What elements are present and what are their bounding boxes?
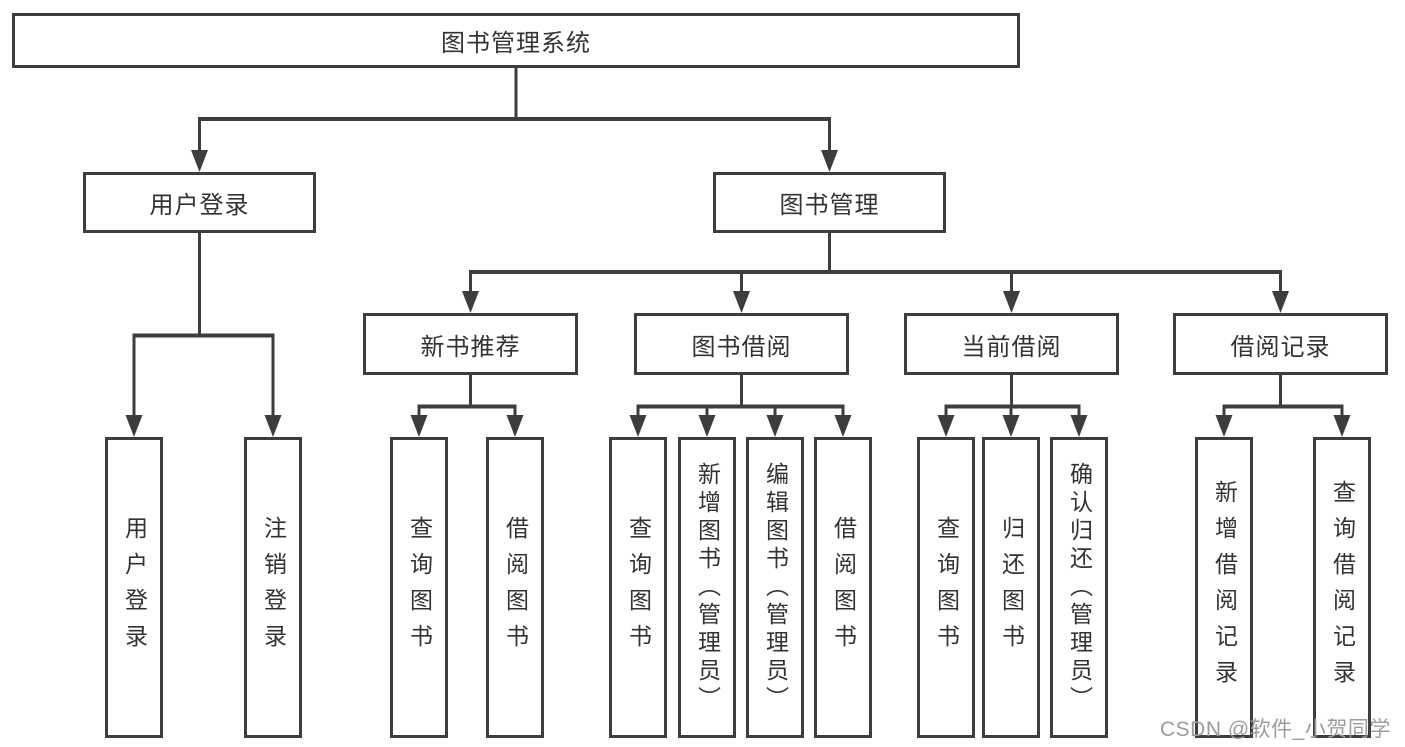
node-label: 用户登录 bbox=[121, 515, 148, 660]
node-label: 图书管理 bbox=[779, 192, 880, 219]
node-book-management: 图书管理 bbox=[713, 172, 946, 233]
node-leaf-user-login: 用户登录 bbox=[105, 437, 163, 738]
node-label: 借阅图书 bbox=[830, 515, 857, 660]
arrowhead bbox=[1215, 415, 1233, 437]
arrowhead bbox=[1333, 415, 1351, 437]
arrowhead bbox=[629, 415, 647, 437]
node-current-borrowing: 当前借阅 bbox=[904, 313, 1119, 375]
node-label: 借阅记录 bbox=[1230, 333, 1331, 361]
node-leaf-logout: 注销登录 bbox=[244, 437, 302, 738]
node-leaf-nb-borrow-books: 借阅图书 bbox=[486, 437, 544, 738]
node-leaf-bb-query-books: 查询图书 bbox=[609, 437, 667, 738]
node-label: 查询图书 bbox=[933, 515, 960, 660]
node-new-book-recommendation: 新书推荐 bbox=[363, 313, 578, 375]
arrowhead bbox=[937, 415, 955, 437]
node-label: 用户登录 bbox=[149, 192, 250, 219]
watermark: CSDN @软件_小贺同学 bbox=[1160, 718, 1391, 741]
node-label: 归还图书 bbox=[998, 515, 1025, 660]
node-label: 当前借阅 bbox=[961, 333, 1062, 361]
node-label: 编辑图书（管理员） bbox=[762, 461, 789, 714]
node-label: 注销登录 bbox=[260, 515, 287, 660]
node-book-borrowing: 图书借阅 bbox=[634, 313, 849, 375]
node-borrowing-records: 借阅记录 bbox=[1173, 313, 1388, 375]
connector-root-to-level2 bbox=[191, 68, 838, 172]
node-label: 图书借阅 bbox=[691, 333, 792, 361]
connector-user-login-children bbox=[125, 233, 282, 437]
node-label: 查询图书 bbox=[406, 515, 433, 660]
arrowhead bbox=[1003, 291, 1020, 313]
node-label: 图书管理系统 bbox=[441, 30, 591, 57]
node-leaf-bb-borrow-books: 借阅图书 bbox=[814, 437, 872, 738]
node-leaf-cb-confirm-return-admin: 确认归还（管理员） bbox=[1050, 437, 1108, 738]
node-leaf-bb-add-books-admin: 新增图书（管理员） bbox=[678, 437, 736, 738]
arrowhead bbox=[506, 415, 524, 437]
node-leaf-br-add-record: 新增借阅记录 bbox=[1195, 437, 1253, 738]
arrowhead bbox=[821, 150, 838, 172]
node-label: 新增借阅记录 bbox=[1211, 479, 1238, 696]
node-leaf-cb-query-books: 查询图书 bbox=[917, 437, 975, 738]
node-label: 查询借阅记录 bbox=[1329, 479, 1356, 696]
arrowhead bbox=[264, 415, 282, 437]
connector-current-borrowing-children bbox=[937, 375, 1088, 437]
node-leaf-nb-query-books: 查询图书 bbox=[390, 437, 448, 738]
node-leaf-bb-edit-books-admin: 编辑图书（管理员） bbox=[746, 437, 804, 738]
arrowhead bbox=[733, 291, 750, 313]
arrowhead bbox=[834, 415, 852, 437]
arrowhead bbox=[191, 150, 208, 172]
arrowhead bbox=[1070, 415, 1088, 437]
arrowhead bbox=[766, 415, 784, 437]
arrowhead bbox=[125, 415, 143, 437]
arrowhead bbox=[698, 415, 716, 437]
node-label: 新增图书（管理员） bbox=[694, 461, 721, 714]
node-label: 新书推荐 bbox=[420, 333, 521, 361]
arrowhead bbox=[1002, 415, 1020, 437]
node-label: 借阅图书 bbox=[502, 515, 529, 660]
node-label: 确认归还（管理员） bbox=[1066, 461, 1093, 714]
connector-new-book-recommendation-children bbox=[410, 375, 524, 437]
node-library-management-system: 图书管理系统 bbox=[12, 13, 1020, 68]
node-leaf-cb-return-books: 归还图书 bbox=[982, 437, 1040, 738]
arrowhead bbox=[1272, 291, 1289, 313]
node-label: 查询图书 bbox=[625, 515, 652, 660]
arrowhead bbox=[410, 415, 428, 437]
node-user-login: 用户登录 bbox=[83, 172, 316, 233]
connector-book-management-children bbox=[462, 233, 1289, 313]
node-leaf-br-query-record: 查询借阅记录 bbox=[1313, 437, 1371, 738]
arrowhead bbox=[462, 291, 479, 313]
connector-book-borrowing-children bbox=[629, 375, 852, 437]
connector-borrowing-records-children bbox=[1215, 375, 1351, 437]
